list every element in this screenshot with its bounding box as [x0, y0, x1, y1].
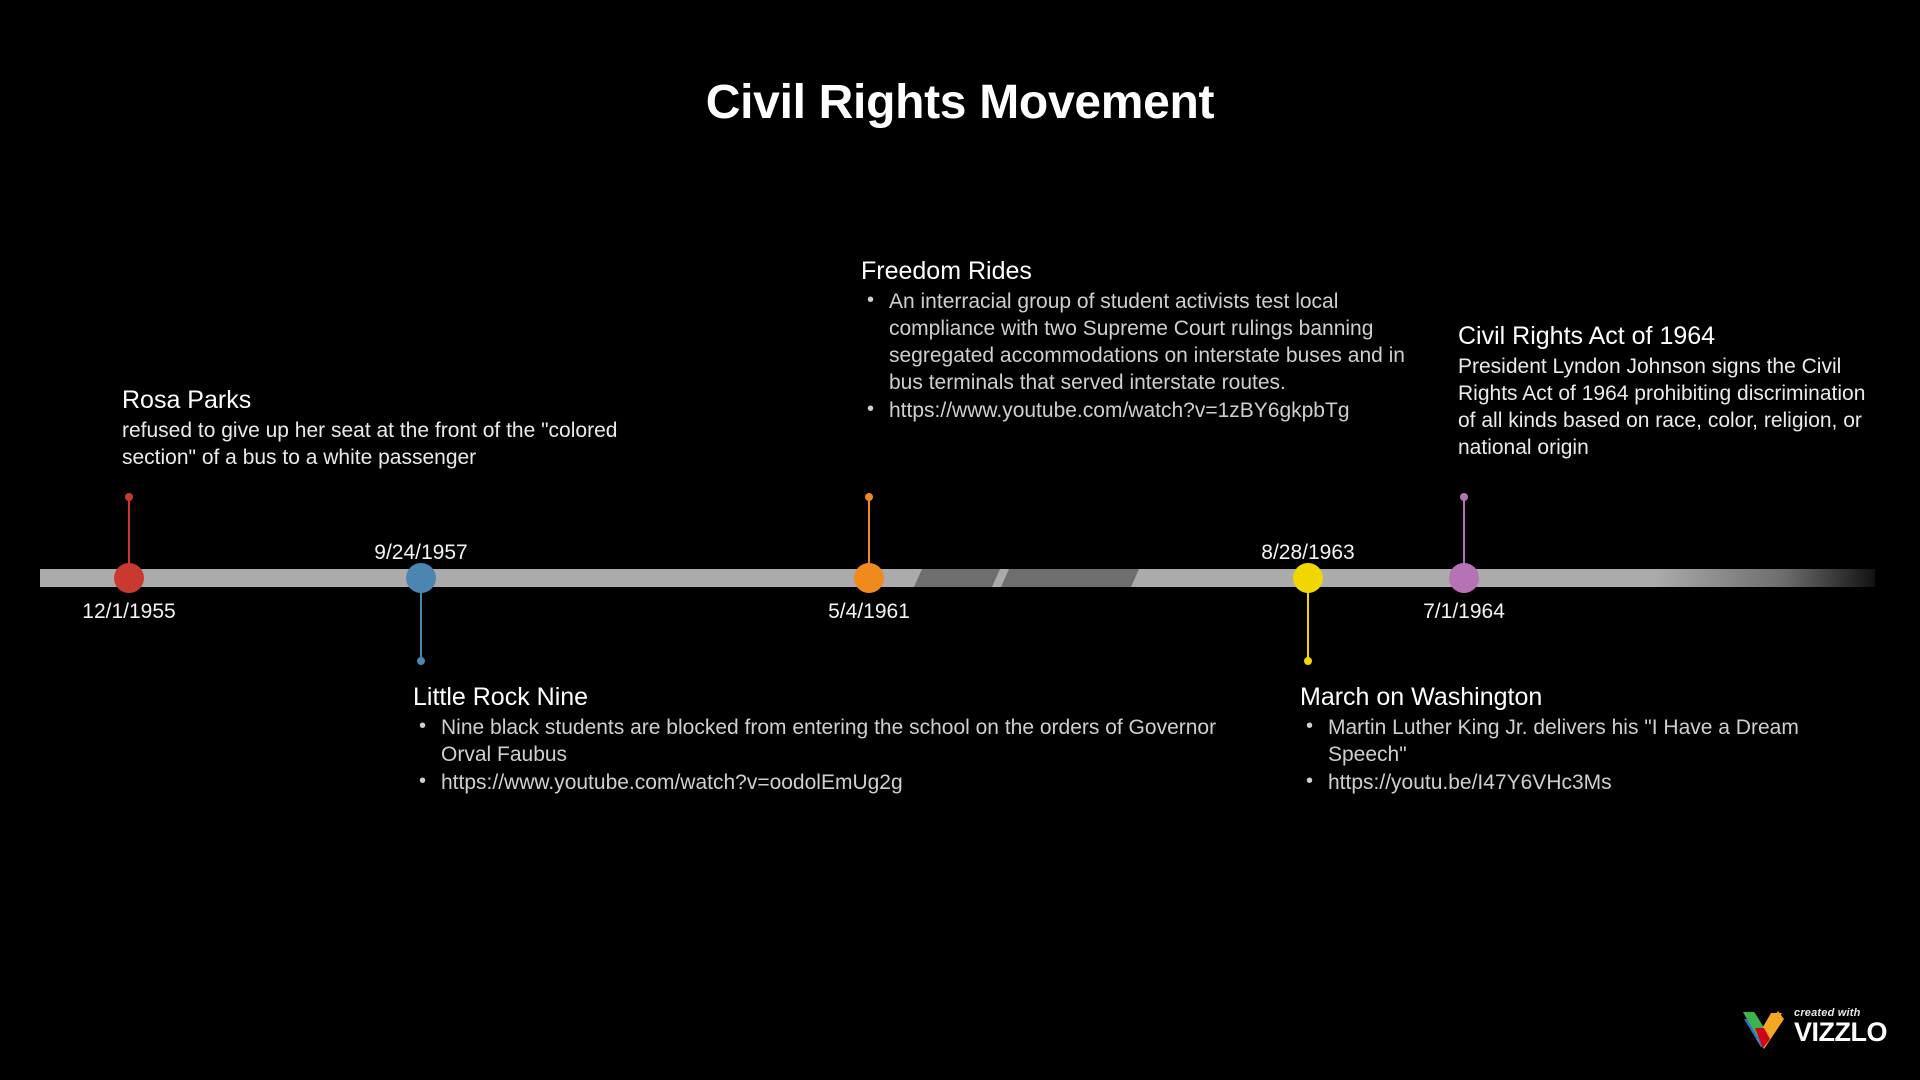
- connector-nub: [125, 493, 133, 501]
- list-item[interactable]: https://www.youtube.com/watch?v=1zBY6gkp…: [861, 397, 1431, 425]
- timeline-marker-rosa-parks[interactable]: [114, 563, 144, 593]
- event-bullet-list: Nine black students are blocked from ent…: [413, 714, 1243, 797]
- event-heading: Freedom Rides: [861, 257, 1032, 285]
- date-label-civil-rights-act-1964: 7/1/1964: [1423, 600, 1505, 623]
- timeline-marker-march-on-washington[interactable]: [1293, 563, 1323, 593]
- date-label-freedom-rides: 5/4/1961: [828, 600, 910, 623]
- vizzlo-checkmark-icon: [1743, 1011, 1784, 1049]
- date-label-march-on-washington: 8/28/1963: [1261, 541, 1355, 564]
- event-block-little-rock-nine[interactable]: Little Rock Nine Nine black students are…: [413, 682, 1243, 798]
- event-block-civil-rights-act-1964[interactable]: Civil Rights Act of 1964 President Lyndo…: [1458, 321, 1878, 462]
- logo-brand-label: VIZZLO: [1794, 1017, 1888, 1047]
- event-heading: March on Washington: [1300, 683, 1543, 711]
- axis-break-notch: [1000, 569, 1140, 587]
- event-description: President Lyndon Johnson signs the Civil…: [1458, 355, 1866, 459]
- event-block-rosa-parks[interactable]: Rosa Parks refused to give up her seat a…: [122, 385, 692, 472]
- connector-nub: [417, 657, 425, 665]
- connector-freedom-rides: [865, 493, 873, 567]
- logo-created-with-label: created with: [1794, 1007, 1861, 1019]
- timeline-marker-little-rock-nine[interactable]: [406, 563, 436, 593]
- list-item: An interracial group of student activist…: [861, 288, 1431, 397]
- event-bullet-list: An interracial group of student activist…: [861, 288, 1431, 425]
- timeline-marker-freedom-rides[interactable]: [854, 563, 884, 593]
- connector-nub: [865, 493, 873, 501]
- event-bullet-list: Martin Luther King Jr. delivers his "I H…: [1300, 714, 1880, 797]
- connector-nub: [1460, 493, 1468, 501]
- connector-rosa-parks: [125, 493, 133, 567]
- connector-civil-rights-act-1964: [1460, 493, 1468, 567]
- event-block-march-on-washington[interactable]: March on Washington Martin Luther King J…: [1300, 682, 1880, 798]
- axis-break-notch: [913, 569, 1001, 587]
- connector-march-on-washington: [1304, 589, 1312, 665]
- timeline-axis: [0, 569, 1920, 587]
- connector-little-rock-nine: [417, 589, 425, 665]
- date-label-rosa-parks: 12/1/1955: [82, 600, 176, 623]
- connector-nub: [1304, 657, 1312, 665]
- event-heading: Rosa Parks: [122, 386, 252, 414]
- event-description: refused to give up her seat at the front…: [122, 419, 618, 470]
- date-label-little-rock-nine: 9/24/1957: [374, 541, 468, 564]
- list-item[interactable]: https://youtu.be/I47Y6VHc3Ms: [1300, 769, 1880, 797]
- event-block-freedom-rides[interactable]: Freedom Rides An interracial group of st…: [861, 256, 1431, 426]
- vizzlo-logo[interactable]: created with VIZZLO: [1742, 1005, 1892, 1053]
- list-item: Nine black students are blocked from ent…: [413, 714, 1243, 769]
- page-title: Civil Rights Movement: [705, 76, 1215, 129]
- list-item: Martin Luther King Jr. delivers his "I H…: [1300, 714, 1880, 769]
- event-heading: Civil Rights Act of 1964: [1458, 322, 1716, 350]
- event-heading: Little Rock Nine: [413, 683, 589, 711]
- timeline-marker-civil-rights-act-1964[interactable]: [1449, 563, 1479, 593]
- list-item[interactable]: https://www.youtube.com/watch?v=oodolEmU…: [413, 769, 1243, 797]
